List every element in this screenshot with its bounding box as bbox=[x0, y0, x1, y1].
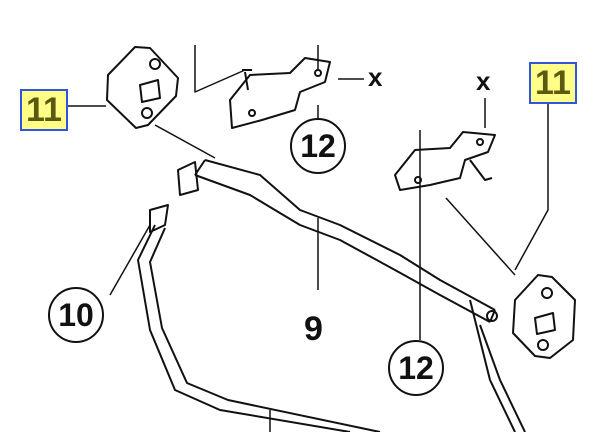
plate-top-drawing bbox=[229, 57, 331, 129]
callout-tag-11-left[interactable]: 11 bbox=[20, 89, 68, 131]
callout-circle-10[interactable]: 10 bbox=[48, 287, 104, 343]
frame-drawing bbox=[137, 204, 526, 432]
callout-circle-12-top[interactable]: 12 bbox=[290, 118, 346, 174]
callout-x-left: x bbox=[368, 62, 383, 92]
leader-lines bbox=[68, 45, 549, 432]
callout-circle-12-bottom[interactable]: 12 bbox=[388, 340, 444, 396]
bracket-right-drawing bbox=[512, 274, 576, 359]
callout-tag-11-right[interactable]: 11 bbox=[529, 62, 577, 104]
bracket-left-drawing bbox=[106, 46, 179, 129]
bar-drawing bbox=[177, 159, 498, 323]
plate-bottom-drawing bbox=[394, 131, 496, 191]
callout-label-9[interactable]: 9 bbox=[304, 310, 323, 348]
callout-x-right: x bbox=[476, 66, 491, 96]
